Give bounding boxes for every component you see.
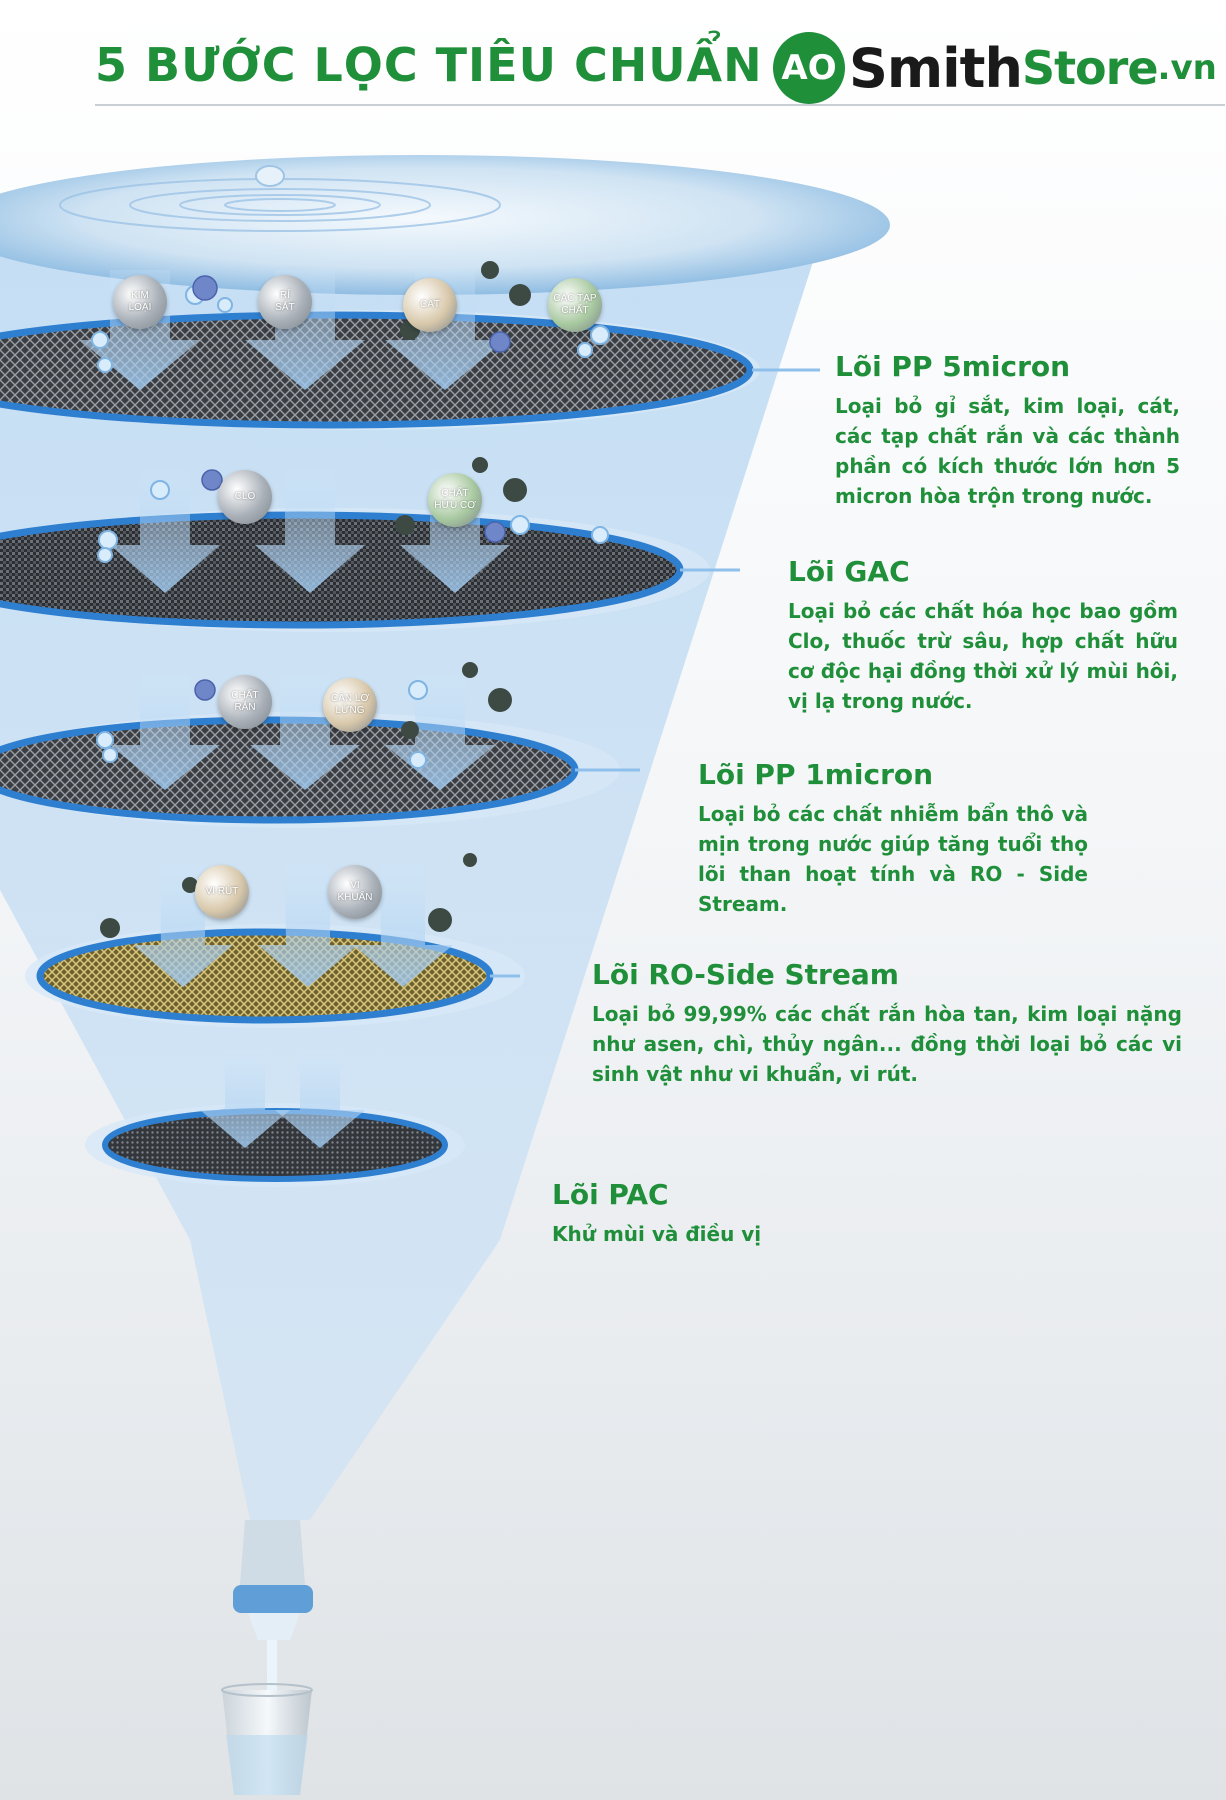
contaminant-label: VI bbox=[350, 880, 360, 891]
stage-description: Loại bỏ các chất hóa học bao gồm Clo, th… bbox=[788, 599, 1178, 713]
stage-description: Loại bỏ các chất nhiễm bẩn thô và mịn tr… bbox=[698, 802, 1088, 916]
contaminant-label: KIM bbox=[131, 290, 149, 301]
filter-layer-pac bbox=[85, 1103, 465, 1187]
stage-description: Loại bỏ 99,99% các chất rắn hòa tan, kim… bbox=[592, 1002, 1182, 1086]
stage-title: Lõi PAC bbox=[552, 1178, 669, 1211]
stage-3-block: Lõi PP 1micron Loại bỏ các chất nhiễm bẩ… bbox=[698, 758, 1088, 919]
contaminant-label: CLO bbox=[234, 491, 256, 502]
contaminant-label: CHẤT bbox=[441, 488, 469, 499]
brand-logo[interactable]: AO Smith Store .vn bbox=[773, 28, 1217, 108]
contaminant-label: CÁT bbox=[420, 299, 440, 310]
contaminant-bubble-vi-rut: VI RÚT bbox=[195, 865, 249, 919]
stage-2-block: Lõi GAC Loại bỏ các chất hóa học bao gồm… bbox=[788, 555, 1178, 716]
contaminant-bubble-cat: CÁT bbox=[403, 278, 457, 332]
stage-title: Lõi PP 1micron bbox=[698, 758, 934, 791]
contaminant-label: CẶN LƠ bbox=[330, 693, 370, 704]
contaminant-label: CÁC TẠP bbox=[553, 293, 597, 304]
stage-4-block: Lõi RO-Side Stream Loại bỏ 99,99% các ch… bbox=[592, 958, 1182, 1089]
water-drop bbox=[255, 165, 285, 187]
stage-title: Lõi GAC bbox=[788, 555, 910, 588]
stage-1-block: Lõi PP 5micron Loại bỏ gỉ sắt, kim loại,… bbox=[835, 350, 1180, 511]
logo-smith-text: Smith bbox=[849, 36, 1023, 100]
contaminant-label: LỬNG bbox=[335, 705, 365, 716]
contaminant-bubble-clo: CLO bbox=[218, 470, 272, 524]
contaminant-label: SẮT bbox=[275, 302, 295, 313]
logo-tld-text: .vn bbox=[1157, 48, 1217, 88]
logo-store-text: Store bbox=[1021, 41, 1159, 95]
page-title: 5 BƯỚC LỌC TIÊU CHUẨN bbox=[95, 38, 763, 92]
stage-5-block: Lõi PAC Khử mùi và điều vị bbox=[552, 1178, 952, 1249]
contaminant-label: KHUẨN bbox=[337, 892, 373, 903]
contaminant-label: CHẤT bbox=[231, 690, 259, 701]
logo-badge: AO bbox=[773, 32, 845, 104]
header-divider bbox=[95, 104, 1225, 106]
contaminant-label: HỮU CƠ bbox=[434, 500, 476, 511]
stage-title: Lõi PP 5micron bbox=[835, 350, 1071, 383]
contaminant-label: LOẠI bbox=[128, 302, 152, 313]
contaminant-label: VI RÚT bbox=[205, 886, 239, 897]
stage-title: Lõi RO-Side Stream bbox=[592, 958, 899, 991]
stage-description: Khử mùi và điều vị bbox=[552, 1222, 762, 1246]
glass-of-water-icon bbox=[221, 1683, 313, 1795]
stage-description: Loại bỏ gỉ sắt, kim loại, cát, các tạp c… bbox=[835, 394, 1180, 508]
filter-layer-ro bbox=[25, 924, 525, 1028]
contaminant-label: RẮN bbox=[234, 702, 256, 713]
contaminant-label: CHẤT bbox=[561, 305, 589, 316]
decorative-particles bbox=[91, 261, 610, 938]
contaminant-label: RỈ bbox=[280, 290, 290, 301]
